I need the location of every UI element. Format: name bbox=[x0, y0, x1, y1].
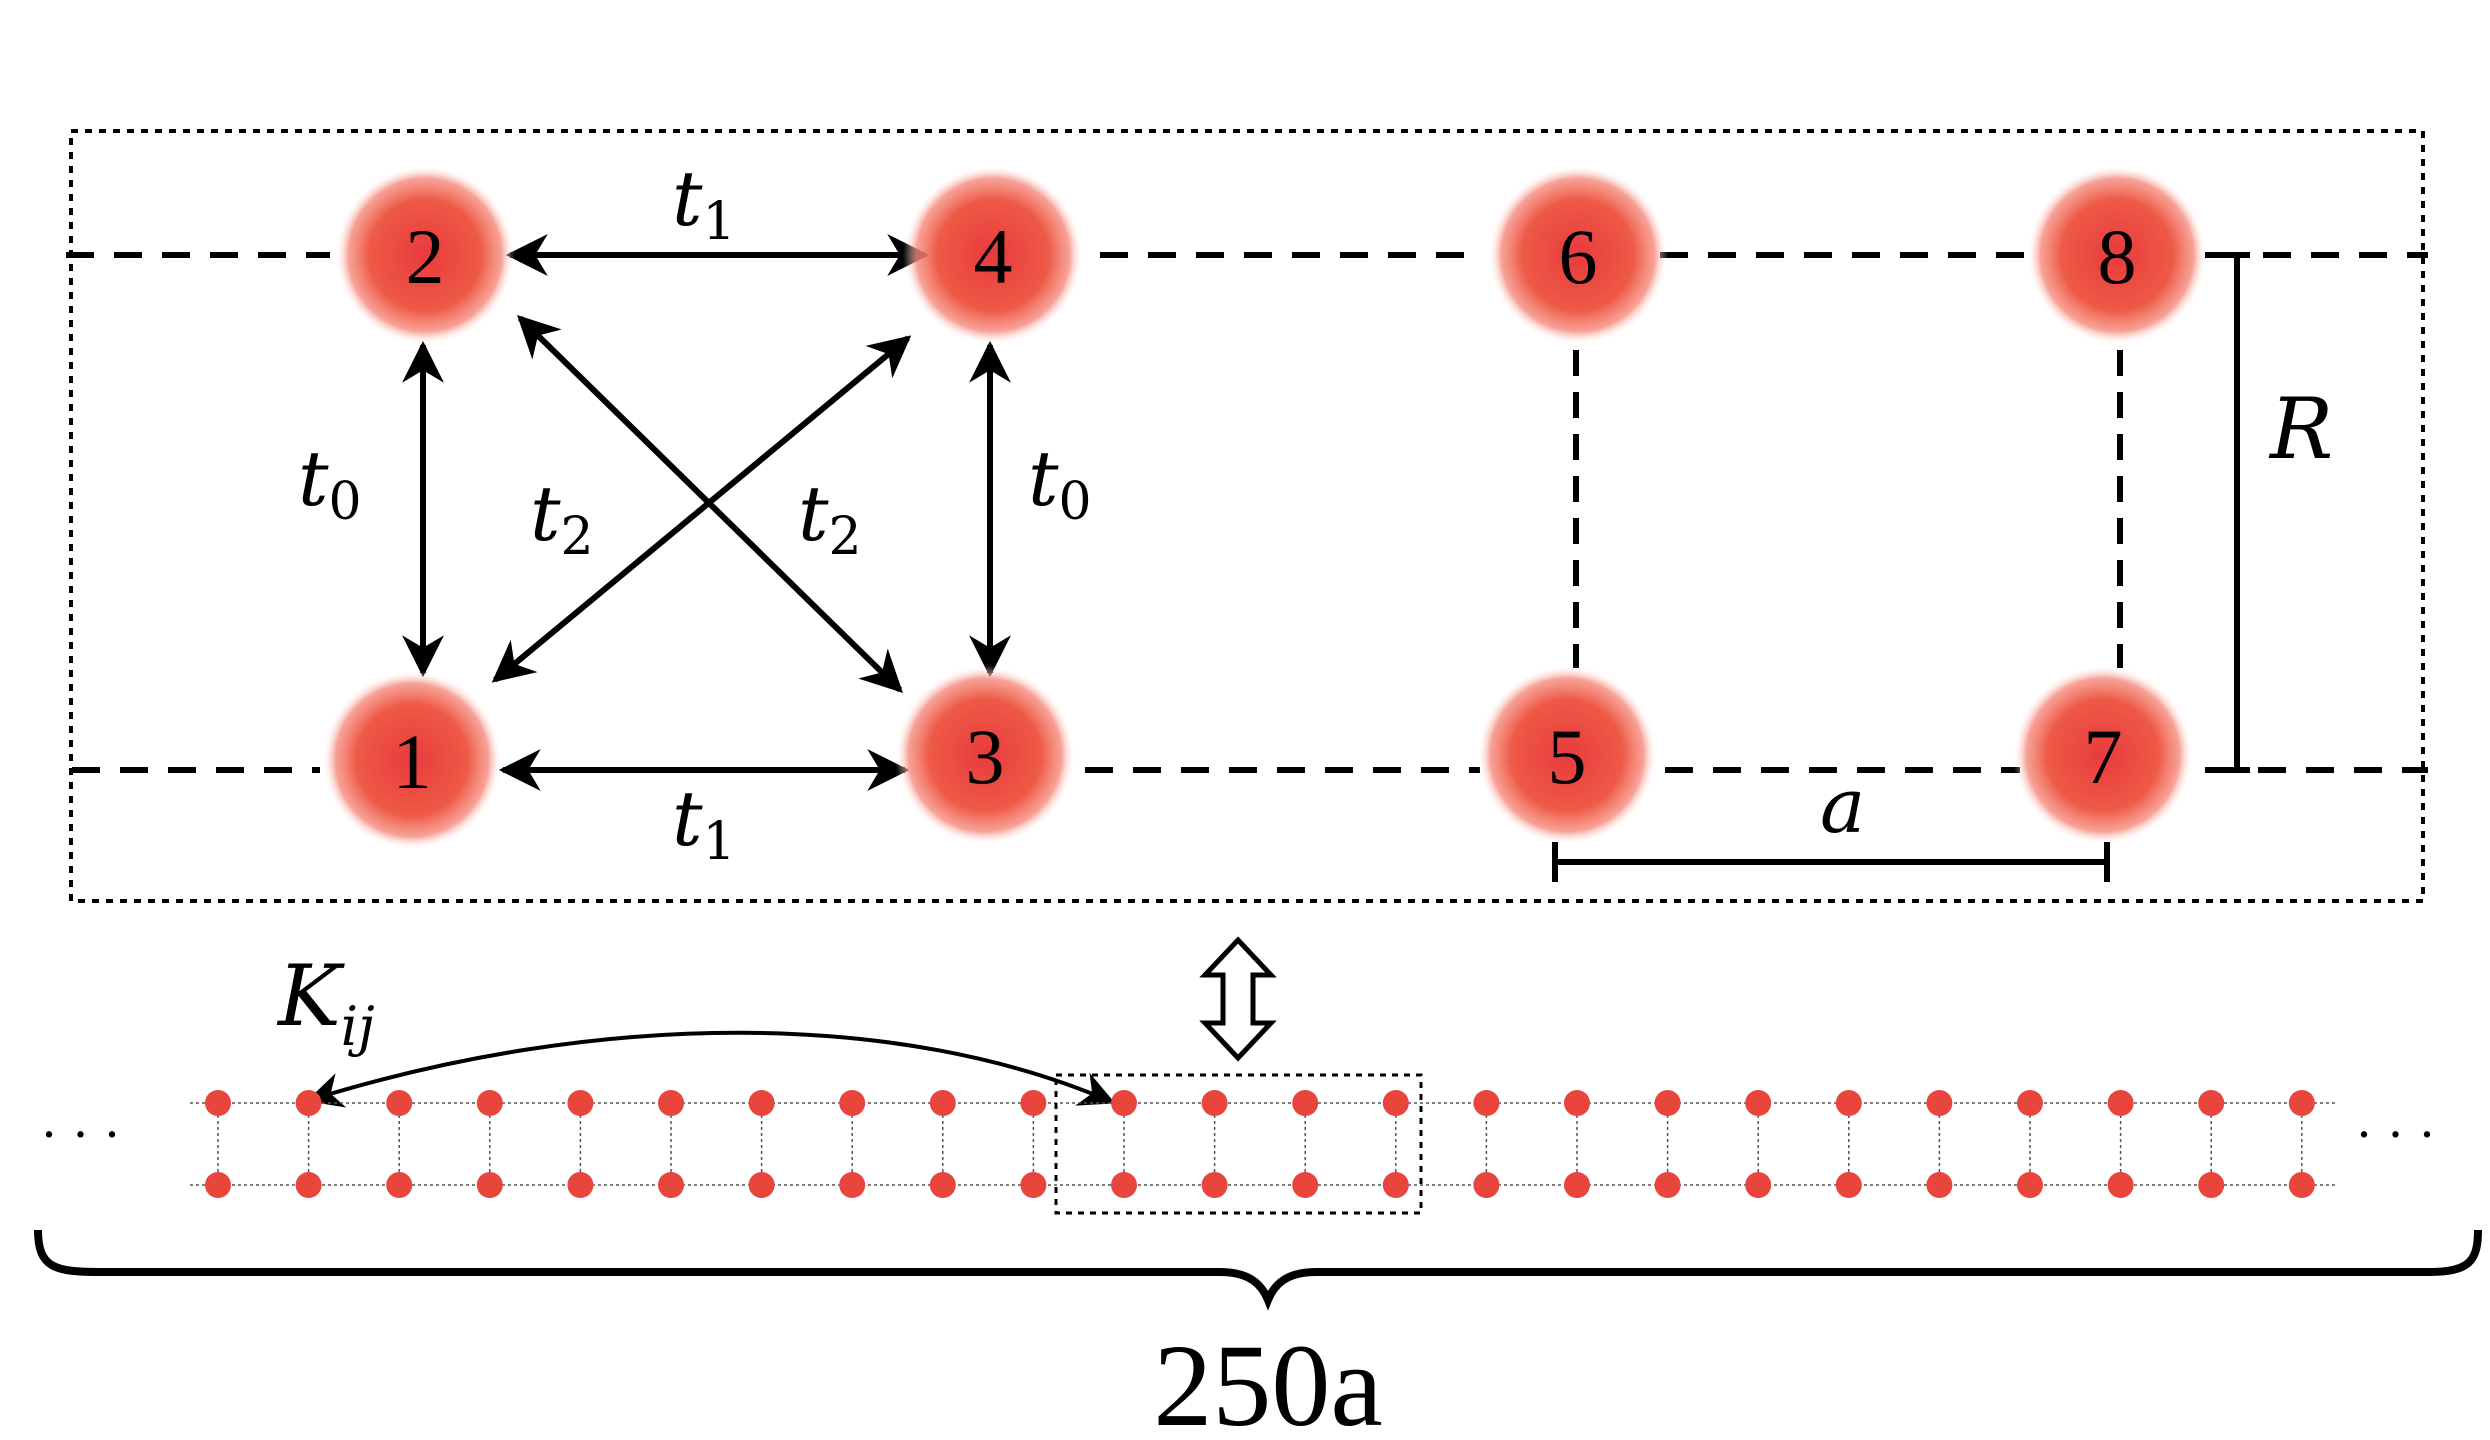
chain-site-top bbox=[1654, 1090, 1681, 1116]
chain-site-bottom bbox=[1292, 1172, 1319, 1198]
R-dimension bbox=[2205, 252, 2250, 773]
chain-site-bottom bbox=[567, 1172, 594, 1198]
chain-site-top bbox=[1020, 1090, 1047, 1116]
chain-site-top bbox=[748, 1090, 775, 1116]
chain-sites bbox=[205, 1090, 2315, 1198]
chain-site-top bbox=[386, 1090, 413, 1116]
site-4 bbox=[903, 165, 1083, 345]
chain-site-top bbox=[1926, 1090, 1953, 1116]
chain-site-bottom bbox=[748, 1172, 775, 1198]
chain-site-top bbox=[205, 1090, 231, 1116]
right-ellipsis: · · · bbox=[2355, 1104, 2436, 1164]
chain-site-bottom bbox=[1201, 1172, 1228, 1198]
site-6 bbox=[1488, 165, 1668, 345]
t0-left-label: t0 bbox=[298, 434, 362, 532]
site-label-6: 6 bbox=[1559, 213, 1598, 300]
chain-site-bottom bbox=[2288, 1172, 2315, 1198]
chain-site-bottom bbox=[1111, 1172, 1137, 1198]
chain-site-bottom bbox=[1020, 1172, 1047, 1198]
t0-right-label: t0 bbox=[1028, 434, 1092, 532]
chain-site-bottom bbox=[929, 1172, 956, 1198]
chain-rails bbox=[190, 1102, 2335, 1186]
length-brace bbox=[34, 1229, 2482, 1311]
chain-site-top bbox=[1745, 1090, 1772, 1116]
chain-site-top bbox=[567, 1090, 594, 1116]
hopping-labels: t1 t1 t0 t0 t2 t2 bbox=[298, 154, 1092, 872]
t2-right-label: t2 bbox=[798, 469, 862, 567]
k-coupling-arc bbox=[306, 1030, 1116, 1108]
chain-site-top bbox=[2107, 1090, 2134, 1116]
chain-site-top bbox=[1111, 1090, 1137, 1116]
t2-left-label: t2 bbox=[530, 469, 594, 567]
chain-site-bottom bbox=[1745, 1172, 1772, 1198]
chain-site-top bbox=[295, 1090, 322, 1116]
chain-cell-box bbox=[1054, 1073, 1423, 1215]
chain-site-bottom bbox=[1564, 1172, 1590, 1198]
site-label-2: 2 bbox=[406, 213, 445, 300]
site-7 bbox=[2013, 665, 2193, 845]
chain-site-bottom bbox=[295, 1172, 322, 1198]
site-label-4: 4 bbox=[974, 213, 1013, 300]
chain-rungs bbox=[217, 1103, 2303, 1185]
chain-site-top bbox=[1292, 1090, 1319, 1116]
chain-site-bottom bbox=[2198, 1172, 2225, 1198]
hopping-arrows bbox=[402, 234, 1011, 791]
chain-site-top bbox=[1473, 1090, 1500, 1116]
K-label: Kij bbox=[276, 947, 375, 1058]
site-label-3: 3 bbox=[966, 713, 1005, 800]
a-dimension bbox=[1552, 842, 2110, 882]
a-label: a bbox=[1820, 761, 1865, 850]
unit-cell-box bbox=[69, 129, 2425, 903]
chain-site-top bbox=[1382, 1090, 1409, 1116]
site-8 bbox=[2027, 165, 2207, 345]
site-1 bbox=[322, 670, 502, 850]
chain-site-bottom bbox=[2107, 1172, 2134, 1198]
chain-site-bottom bbox=[1654, 1172, 1681, 1198]
left-ellipsis: · · · bbox=[40, 1104, 121, 1164]
chain-site-top bbox=[658, 1090, 684, 1116]
chain-site-top bbox=[1201, 1090, 1228, 1116]
t1-top-label: t1 bbox=[672, 154, 736, 252]
chain-site-top bbox=[839, 1090, 866, 1116]
site-label-8: 8 bbox=[2098, 213, 2137, 300]
chain-site-bottom bbox=[386, 1172, 413, 1198]
equivalence-arrow bbox=[1199, 936, 1277, 1062]
chain-site-top bbox=[2198, 1090, 2225, 1116]
chain-site-bottom bbox=[205, 1172, 231, 1198]
R-label: R bbox=[2268, 380, 2333, 478]
chain-site-bottom bbox=[2017, 1172, 2043, 1198]
chain-site-top bbox=[1835, 1090, 1862, 1116]
t2-diag-arrow-b bbox=[516, 315, 904, 693]
site-labels: 1 2 3 4 5 6 7 8 bbox=[393, 213, 2137, 805]
site-label-5: 5 bbox=[1548, 713, 1587, 800]
chain-site-bottom bbox=[658, 1172, 684, 1198]
length-label: 250a bbox=[1153, 1320, 1382, 1440]
chain-site-top bbox=[2288, 1090, 2315, 1116]
chain-site-bottom bbox=[1473, 1172, 1500, 1198]
chain-site-bottom bbox=[1382, 1172, 1409, 1198]
site-3 bbox=[895, 665, 1075, 845]
chain-site-top bbox=[2017, 1090, 2043, 1116]
site-label-7: 7 bbox=[2084, 713, 2123, 800]
chain-site-top bbox=[1564, 1090, 1590, 1116]
t1-bottom-label: t1 bbox=[672, 774, 736, 872]
chain-site-bottom bbox=[1926, 1172, 1953, 1198]
chain-site-bottom bbox=[476, 1172, 503, 1198]
chain-site-top bbox=[476, 1090, 503, 1116]
cell-sites bbox=[322, 165, 2207, 850]
site-5 bbox=[1477, 665, 1657, 845]
chain-site-bottom bbox=[1835, 1172, 1862, 1198]
site-2 bbox=[335, 165, 515, 345]
chain-site-top bbox=[929, 1090, 956, 1116]
chain-site-bottom bbox=[839, 1172, 866, 1198]
site-label-1: 1 bbox=[393, 718, 432, 805]
rung-dashed bbox=[1573, 350, 2123, 668]
